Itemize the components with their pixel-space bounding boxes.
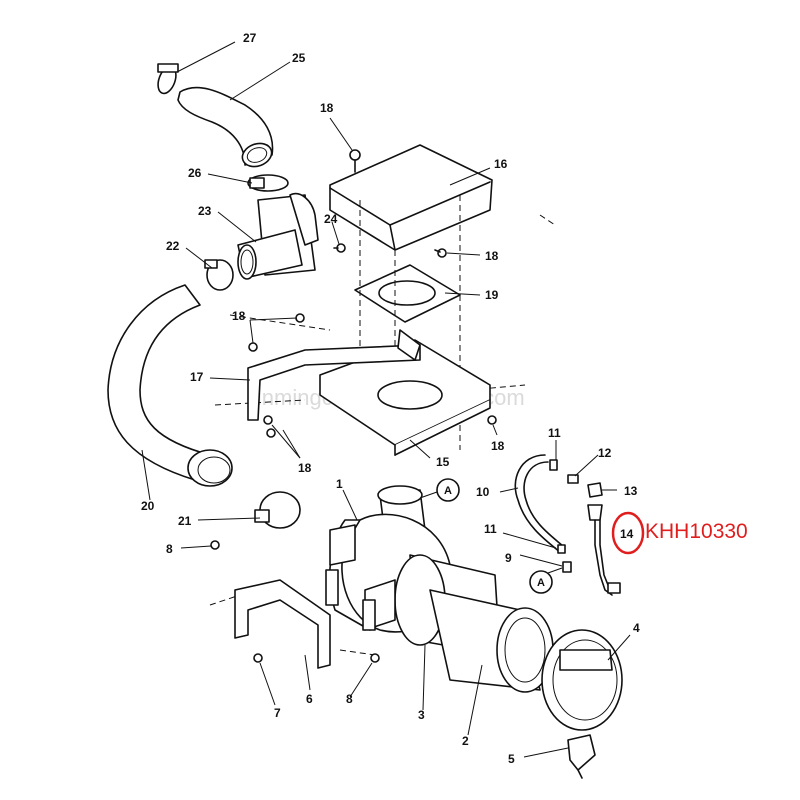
callout-8: 8	[346, 692, 353, 706]
callout-13: 13	[624, 484, 638, 498]
part-24-bolt	[333, 243, 346, 253]
callout-10: 10	[476, 485, 490, 499]
callout-2: 2	[462, 734, 469, 748]
part-23-elbow	[237, 193, 319, 280]
callout-19: 19	[485, 288, 499, 302]
callout-25: 25	[292, 51, 306, 65]
callout-27: 27	[243, 31, 257, 45]
part-22-clamp	[204, 259, 234, 291]
bolt-18-cover	[434, 248, 447, 258]
callout-11: 11	[548, 426, 561, 440]
callout-24: 24	[324, 212, 338, 226]
part-4-cap	[541, 629, 623, 731]
part-10-vacuum-hose	[514, 454, 564, 553]
leader-lines	[141, 41, 631, 758]
part-19-gasket	[354, 264, 461, 323]
part-code-label: KHH10330	[645, 520, 748, 543]
part-5-valve	[567, 734, 596, 779]
svg-text:A: A	[537, 577, 545, 589]
callout-18: 18	[485, 249, 499, 263]
callout-11: 11	[484, 522, 497, 536]
part-11-clip-lower	[557, 544, 566, 554]
callout-21: 21	[178, 514, 192, 528]
svg-text:A: A	[444, 485, 452, 497]
callout-14: 14	[620, 527, 634, 541]
part-20-long-hose	[107, 284, 233, 487]
reference-mark-a-upper: A	[419, 478, 460, 502]
callout-18: 18	[320, 101, 334, 115]
highlight-part-14: KHH10330	[611, 511, 748, 555]
callout-8: 8	[166, 542, 173, 556]
part-12-fitting	[567, 474, 579, 484]
part-26-clamp	[247, 174, 289, 192]
bolt-7	[253, 653, 263, 663]
callout-6: 6	[306, 692, 313, 706]
part-9-clip	[562, 561, 572, 573]
callout-4: 4	[633, 621, 640, 635]
part-14-indicator-sensor	[587, 504, 621, 596]
part-11-clip-upper	[549, 459, 558, 471]
callout-1: 1	[336, 477, 343, 491]
bolt-18-bracket	[248, 313, 497, 438]
callout-18: 18	[232, 309, 246, 323]
part-21-clamp	[254, 491, 301, 529]
callout-17: 17	[190, 370, 204, 384]
callout-3: 3	[418, 708, 425, 722]
bolt-18-top	[349, 149, 361, 173]
reference-mark-a-lower: A	[529, 567, 563, 594]
callout-16: 16	[494, 157, 508, 171]
callout-23: 23	[198, 204, 212, 218]
callout-15: 15	[436, 455, 450, 469]
part-13-elbow-fitting	[587, 482, 603, 498]
callout-12: 12	[598, 446, 612, 460]
callout-18: 18	[491, 439, 505, 453]
part-25-upper-hose	[177, 86, 274, 168]
callout-22: 22	[166, 239, 180, 253]
callout-26: 26	[188, 166, 202, 180]
callout-7: 7	[274, 706, 281, 720]
callout-18: 18	[298, 461, 312, 475]
bolt-8-upper	[210, 540, 220, 550]
part-2-outer-element	[429, 589, 554, 693]
bolt-8-lower	[370, 653, 380, 663]
part-17-bracket	[247, 329, 421, 421]
part-15-manifold	[319, 339, 491, 456]
callout-9: 9	[505, 551, 512, 565]
part-27-clamp	[157, 63, 179, 95]
part-1-air-cleaner-body	[325, 485, 501, 656]
callout-20: 20	[141, 499, 155, 513]
part-6-bracket	[234, 579, 331, 669]
callout-5: 5	[508, 752, 515, 766]
callout-labels: 27 25 18 16 26 23 24 18 22 19 18 17 18 1…	[141, 31, 640, 766]
part-16-cover	[329, 144, 493, 251]
